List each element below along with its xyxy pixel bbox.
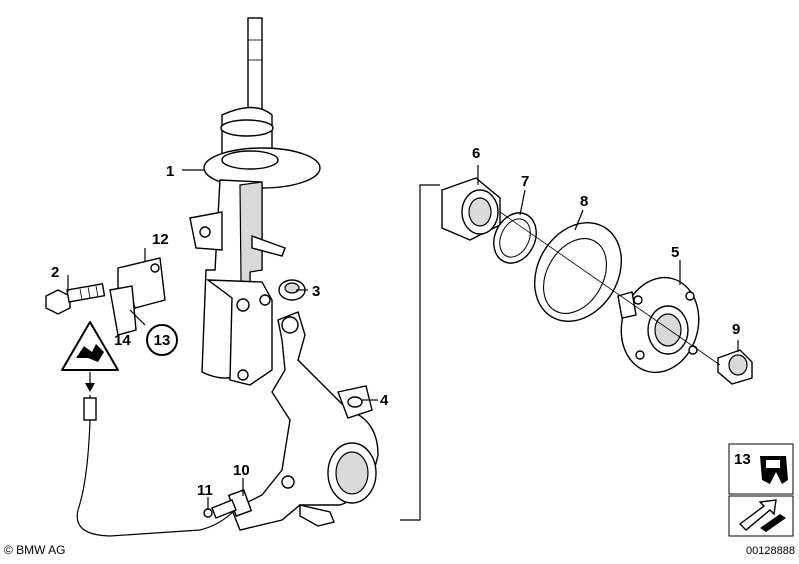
callouts: 1 2 3 4 5 6 7 8 9 10 11 12 14 [51, 145, 740, 499]
copyright-text: © BMW AG [4, 543, 66, 557]
hex-bolt[interactable] [45, 283, 106, 315]
callout-13: 13 [154, 332, 171, 349]
callout-1[interactable]: 1 [166, 163, 174, 180]
circlip[interactable] [486, 206, 544, 270]
callout-13-circled[interactable]: 13 [146, 324, 178, 356]
arrow-icon [738, 499, 786, 532]
sensor-bracket[interactable] [109, 257, 166, 336]
clip-icon [760, 456, 788, 484]
brake-pad-wear-sensor[interactable] [76, 395, 253, 537]
callout-4[interactable]: 4 [380, 392, 389, 409]
callout-11[interactable]: 11 [197, 482, 213, 499]
callout-14[interactable]: 14 [114, 332, 131, 349]
legend-box: 13 [728, 443, 794, 537]
collar-nut[interactable] [717, 349, 753, 385]
protection-plate[interactable] [517, 207, 638, 337]
callout-12[interactable]: 12 [152, 231, 169, 248]
warning-triangle-icon [61, 321, 119, 392]
callout-9[interactable]: 9 [732, 321, 740, 338]
wheel-bearing[interactable] [441, 177, 501, 241]
wheel-hub[interactable] [611, 269, 709, 381]
callout-7[interactable]: 7 [521, 173, 529, 190]
callout-10[interactable]: 10 [233, 462, 250, 479]
callout-6[interactable]: 6 [472, 145, 480, 162]
callout-3[interactable]: 3 [312, 283, 320, 300]
steering-knuckle[interactable] [231, 311, 379, 531]
callout-8[interactable]: 8 [580, 193, 588, 210]
assembly-connector-line [400, 184, 721, 521]
legend-label: 13 [734, 451, 751, 468]
spring-strut[interactable] [189, 17, 321, 386]
leader-lines [67, 165, 739, 509]
callout-5[interactable]: 5 [671, 244, 679, 261]
callout-2[interactable]: 2 [51, 264, 59, 281]
diagram-number: 00128888 [746, 545, 795, 557]
